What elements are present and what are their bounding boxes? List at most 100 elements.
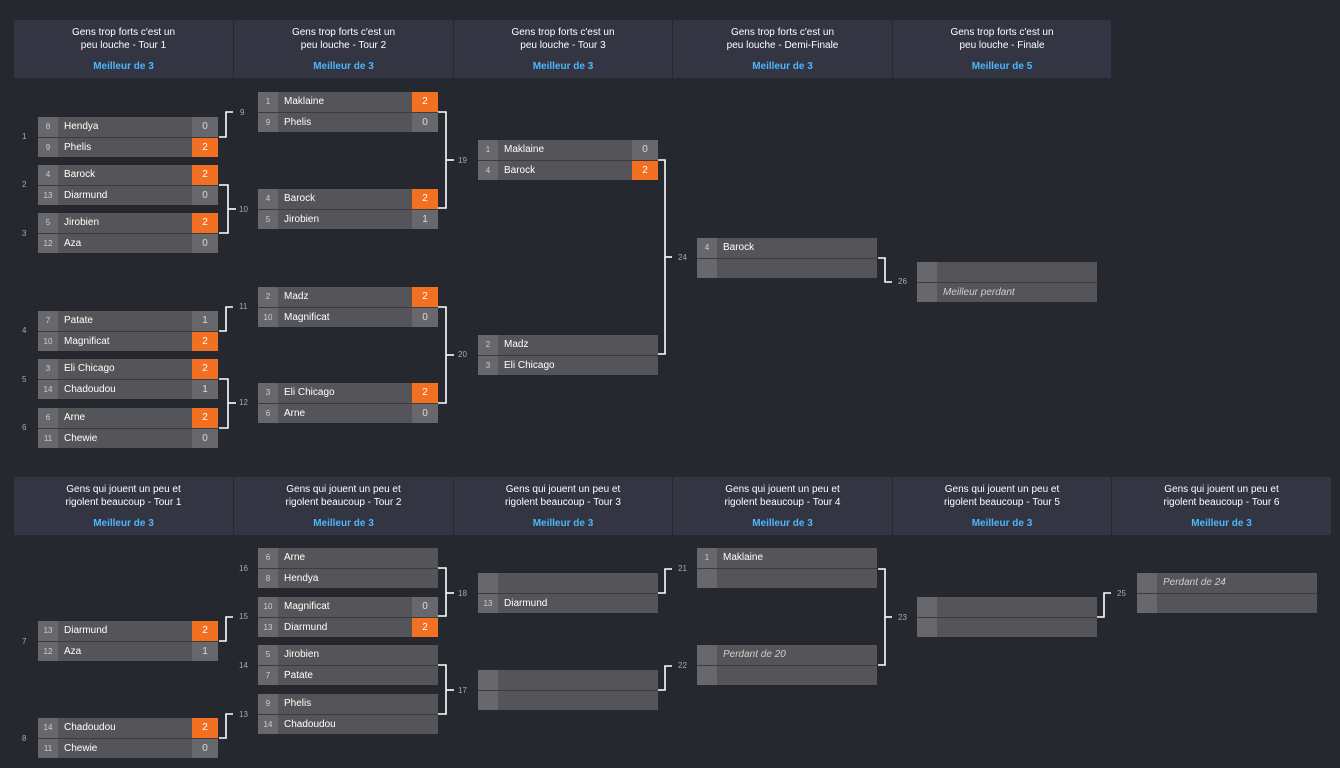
- match-slot[interactable]: [917, 617, 1097, 637]
- seed-number: 5: [38, 213, 58, 233]
- match-17[interactable]: [478, 670, 658, 710]
- match-slot[interactable]: Meilleur perdant: [917, 282, 1097, 302]
- seed-number: [478, 691, 498, 710]
- seed-number: 14: [38, 718, 58, 738]
- player-name: Arne: [284, 408, 306, 419]
- seed-number: 12: [38, 642, 58, 661]
- match-slot[interactable]: [478, 573, 658, 593]
- match-slot[interactable]: Perdant de 20: [697, 645, 877, 665]
- player-name: Phelis: [284, 698, 312, 709]
- match-slot[interactable]: [697, 665, 877, 685]
- best-of-label: Meilleur de 3: [93, 61, 154, 72]
- match-slot[interactable]: [478, 670, 658, 690]
- round-title-line1: Gens trop forts c'est un: [511, 27, 615, 38]
- seed-number: 14: [258, 715, 278, 734]
- match-slot[interactable]: [917, 597, 1097, 617]
- match-22[interactable]: Perdant de 20: [697, 645, 877, 685]
- match-25[interactable]: Perdant de 24: [1137, 573, 1317, 613]
- best-of-label: Meilleur de 3: [752, 61, 813, 72]
- winner-score: 2: [192, 165, 218, 185]
- player-name: Hendya: [284, 573, 319, 584]
- match-slot[interactable]: [697, 568, 877, 588]
- seed-number: 11: [38, 429, 58, 448]
- match-23[interactable]: [917, 597, 1097, 637]
- seed-number: 1: [697, 548, 717, 568]
- match-slot[interactable]: [697, 258, 877, 278]
- match-slot[interactable]: [1137, 593, 1317, 613]
- seed-number: 4: [38, 165, 58, 185]
- round-title-line1: Gens qui jouent un peu et: [725, 484, 840, 495]
- winner-score: 2: [412, 189, 438, 209]
- match-slot[interactable]: [478, 690, 658, 710]
- match-slot[interactable]: Perdant de 24: [1137, 573, 1317, 593]
- match-26[interactable]: Meilleur perdant: [917, 262, 1097, 302]
- best-of-label: Meilleur de 3: [313, 61, 374, 72]
- match-number: 19: [458, 156, 467, 165]
- seed-number: [1137, 573, 1157, 593]
- match-slot[interactable]: [917, 262, 1097, 282]
